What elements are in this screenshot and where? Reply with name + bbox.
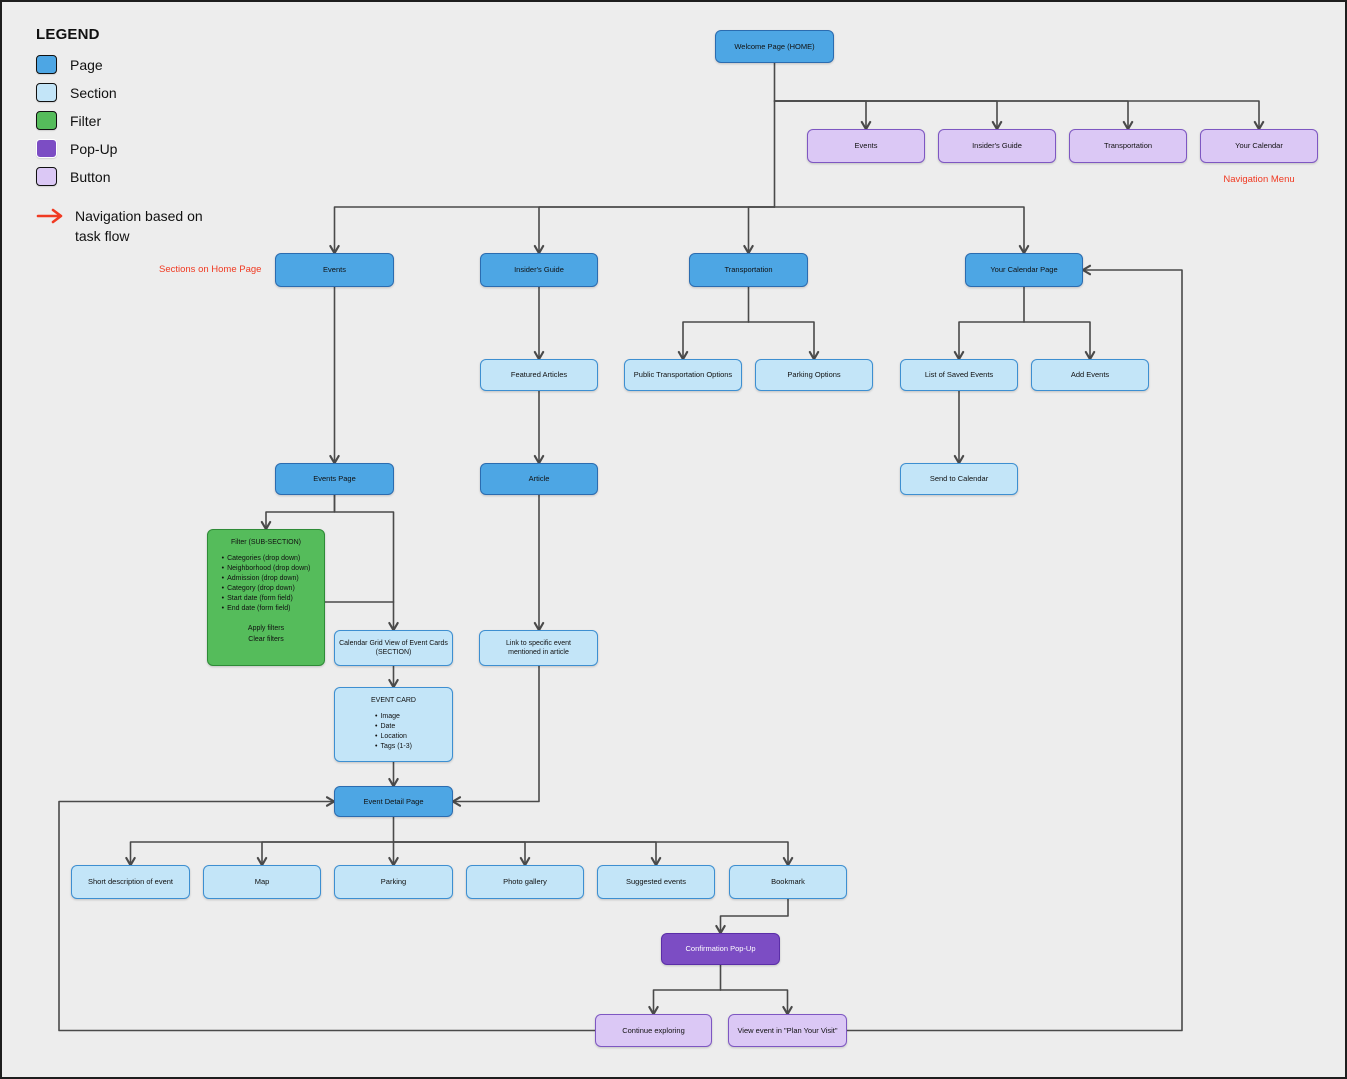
task-flow-arrow-icon: [36, 208, 63, 224]
page-color-swatch: [36, 55, 57, 74]
node-map: Map: [203, 865, 321, 899]
node-confirmation-popup: Confirmation Pop-Up: [661, 933, 780, 965]
node-filter-subsection: Filter (SUB-SECTION) Categories (drop do…: [207, 529, 325, 666]
legend-item-label: Page: [70, 56, 103, 73]
popup-color-swatch: [36, 139, 57, 158]
legend-item-filter: Filter: [36, 111, 223, 130]
legend-item-label: Filter: [70, 112, 102, 129]
node-your-calendar-page: Your Calendar Page: [965, 253, 1083, 287]
node-nav-events-button: Events: [807, 129, 925, 163]
filter-options-list: Categories (drop down) Neighborhood (dro…: [222, 554, 311, 614]
filter-option: Category (drop down): [222, 584, 311, 594]
node-view-event-button: View event in "Plan Your Visit": [728, 1014, 847, 1047]
filter-actions: Apply filters Clear filters: [212, 623, 320, 645]
node-section-transportation: Transportation: [689, 253, 808, 287]
node-send-to-calendar: Send to Calendar: [900, 463, 1018, 495]
legend-item-label: Pop-Up: [70, 140, 118, 157]
event-card-items-list: Image Date Location Tags (1-3): [375, 712, 412, 752]
node-nav-insiders-guide-button: Insider's Guide: [938, 129, 1056, 163]
node-list-of-saved-events: List of Saved Events: [900, 359, 1018, 391]
clear-filters-label: Clear filters: [248, 635, 284, 643]
task-flow-note-text: Navigation based on task flow: [75, 208, 203, 244]
filter-title: Filter (SUB-SECTION): [231, 539, 301, 546]
filter-option: Start date (form field): [222, 594, 311, 604]
node-featured-articles: Featured Articles: [480, 359, 598, 391]
node-nav-transportation-button: Transportation: [1069, 129, 1187, 163]
node-event-card: EVENT CARD Image Date Location Tags (1-3…: [334, 687, 453, 762]
node-calendar-grid-view: Calendar Grid View of Event Cards (SECTI…: [334, 630, 453, 666]
node-article: Article: [480, 463, 598, 495]
node-section-events: Events: [275, 253, 394, 287]
filter-option: Neighborhood (drop down): [222, 564, 310, 574]
filter-option: Admission (drop down): [222, 574, 311, 584]
legend-item-label: Section: [70, 84, 117, 101]
navigation-menu-annotation: Navigation Menu: [1223, 174, 1295, 185]
legend-item-label: Button: [70, 168, 111, 185]
legend: LEGEND Page Section Filter Pop-Up Button…: [36, 26, 223, 246]
legend-item-page: Page: [36, 55, 223, 74]
node-short-description: Short description of event: [71, 865, 190, 899]
section-color-swatch: [36, 83, 57, 102]
button-color-swatch: [36, 167, 57, 186]
node-nav-your-calendar-button: Your Calendar: [1200, 129, 1318, 163]
filter-option: End date (form field): [222, 604, 311, 614]
link-event-label-line2: mentioned in article: [508, 649, 569, 656]
legend-item-button: Button: [36, 167, 223, 186]
node-bookmark: Bookmark: [729, 865, 847, 899]
node-photo-gallery: Photo gallery: [466, 865, 584, 899]
event-card-item: Location: [375, 732, 412, 742]
event-card-title: EVENT CARD: [371, 697, 416, 704]
connectors: [58, 62, 1265, 1032]
node-continue-exploring-button: Continue exploring: [595, 1014, 712, 1047]
apply-filters-label: Apply filters: [247, 624, 285, 632]
node-section-insiders-guide: Insider's Guide: [480, 253, 598, 287]
node-suggested-events: Suggested events: [597, 865, 715, 899]
node-public-transportation-options: Public Transportation Options: [624, 359, 742, 391]
event-card-item: Date: [375, 722, 412, 732]
node-welcome-page: Welcome Page (HOME): [715, 30, 834, 63]
node-parking-options: Parking Options: [755, 359, 873, 391]
node-events-page: Events Page: [275, 463, 394, 495]
node-link-to-specific-event: Link to specific event mentioned in arti…: [479, 630, 598, 666]
calendar-grid-label-line2: (SECTION): [375, 649, 412, 656]
link-event-label-line1: Link to specific event: [506, 640, 571, 647]
legend-item-section: Section: [36, 83, 223, 102]
node-add-events: Add Events: [1031, 359, 1149, 391]
filter-option: Categories (drop down): [222, 554, 311, 564]
event-card-item: Tags (1-3): [375, 742, 412, 752]
filter-color-swatch: [36, 111, 57, 130]
legend-title: LEGEND: [36, 26, 100, 43]
node-event-detail-page: Event Detail Page: [334, 786, 453, 817]
calendar-grid-label-line1: Calendar Grid View of Event Cards: [339, 640, 448, 647]
event-card-item: Image: [375, 712, 412, 722]
node-parking: Parking: [334, 865, 453, 899]
legend-item-popup: Pop-Up: [36, 139, 223, 158]
legend-arrow-note: Navigation based on task flow: [36, 206, 223, 246]
sections-on-home-page-annotation: Sections on Home Page: [159, 264, 262, 275]
